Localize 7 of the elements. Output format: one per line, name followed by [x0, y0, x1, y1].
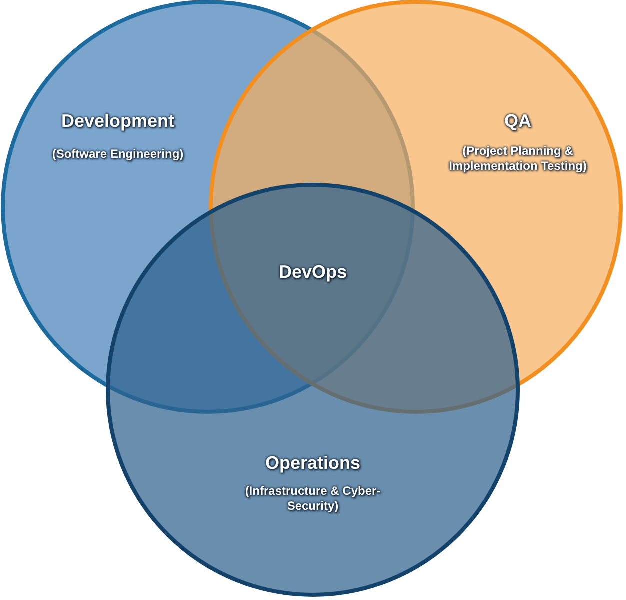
circle-title: QA	[504, 111, 532, 132]
circle-subtitle: (Project Planning & Implementation Testing)	[448, 144, 588, 174]
center-label: DevOps	[278, 262, 348, 283]
circle-subtitle: (Infrastructure & Cyber-Security)	[244, 484, 382, 514]
circle-title: Development	[60, 111, 176, 132]
circle-subtitle: (Software Engineering)	[51, 147, 185, 162]
circle-title: Operations	[264, 453, 362, 474]
